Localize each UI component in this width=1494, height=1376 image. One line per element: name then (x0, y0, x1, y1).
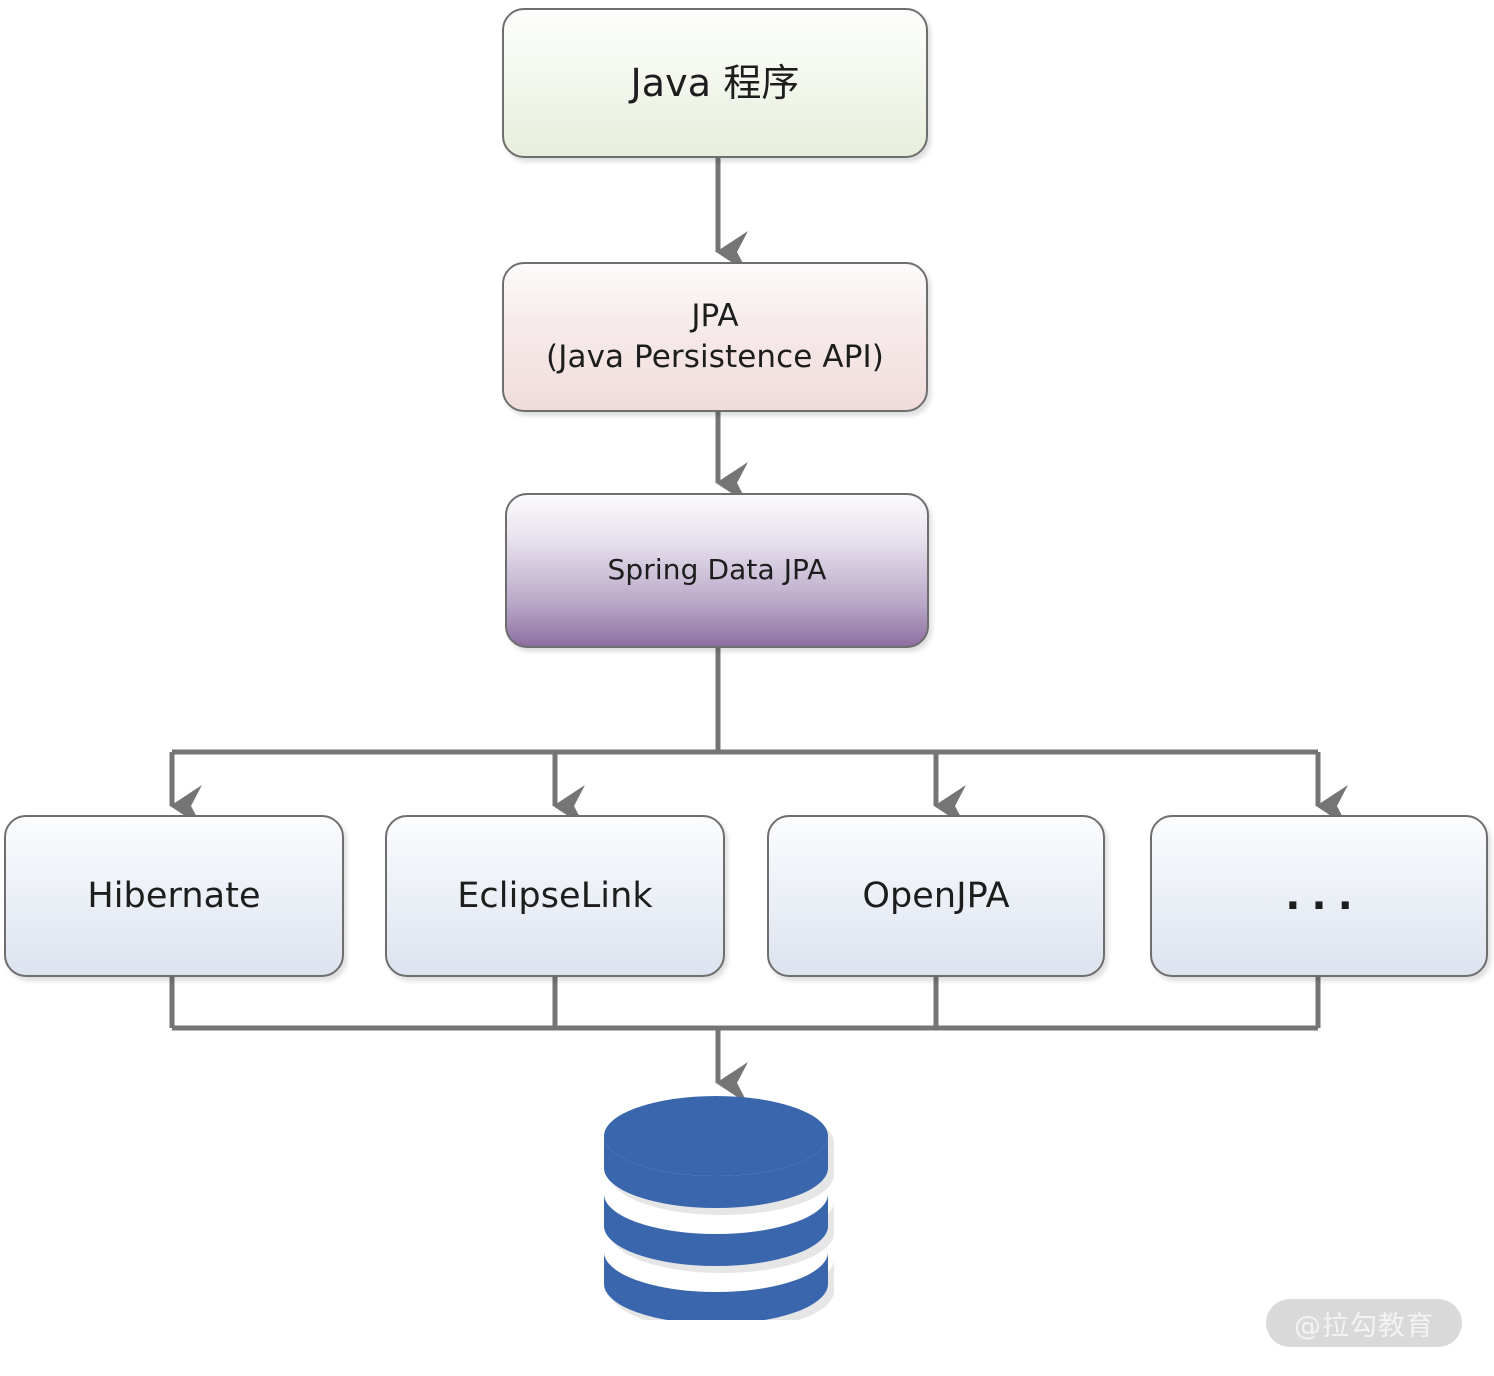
node-java-program-label: Java 程序 (630, 60, 800, 105)
node-hibernate-label: Hibernate (87, 875, 261, 916)
node-jpa-label: JPA (Java Persistence API) (546, 296, 884, 378)
node-openjpa-label: OpenJPA (862, 875, 1010, 916)
node-spring-data-jpa-label: Spring Data JPA (607, 553, 827, 587)
node-java-program[interactable]: Java 程序 (502, 8, 928, 158)
node-others-label: ... (1285, 873, 1364, 919)
node-eclipselink-label: EclipseLink (457, 875, 653, 916)
node-jpa-line1: JPA (691, 298, 739, 335)
watermark-badge: @拉勾教育 (1266, 1299, 1462, 1347)
node-openjpa[interactable]: OpenJPA (767, 815, 1105, 977)
node-hibernate[interactable]: Hibernate (4, 815, 344, 977)
node-jpa[interactable]: JPA (Java Persistence API) (502, 262, 928, 412)
node-eclipselink[interactable]: EclipseLink (385, 815, 725, 977)
watermark-text: @拉勾教育 (1294, 1310, 1434, 1342)
node-others[interactable]: ... (1150, 815, 1488, 977)
database-cylinder-icon (602, 1090, 834, 1320)
node-jpa-line2: (Java Persistence API) (546, 339, 884, 375)
node-spring-data-jpa[interactable]: Spring Data JPA (505, 493, 929, 648)
